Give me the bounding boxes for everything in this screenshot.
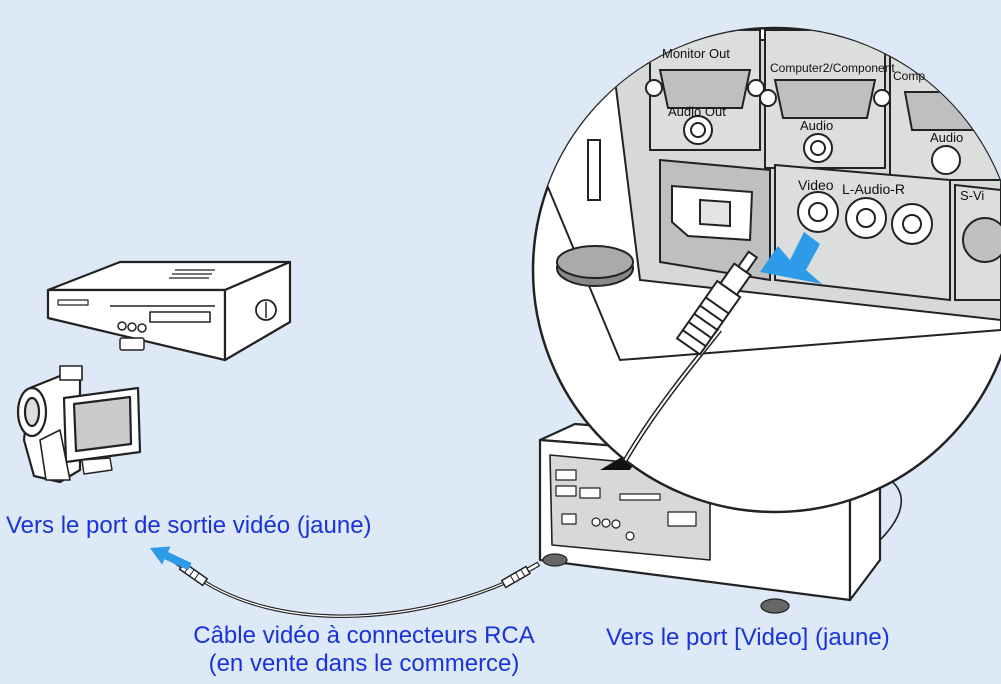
source-port-label: Vers le port de sortie vidéo (jaune) bbox=[6, 512, 372, 539]
label-s-video: S-Vi bbox=[960, 188, 984, 203]
cable-label-line1: Câble vidéo à connecteurs RCA bbox=[193, 622, 535, 649]
label-monitor-out: Monitor Out bbox=[662, 46, 730, 61]
label-computer2: Computer2/Component bbox=[770, 61, 895, 75]
rca-cable-icon bbox=[171, 557, 541, 618]
label-computer-partial: Comp bbox=[893, 69, 925, 83]
label-audio-out: Audio Out bbox=[668, 104, 726, 119]
label-l-audio-r: L-Audio-R bbox=[842, 181, 905, 197]
label-video: Video bbox=[798, 177, 834, 193]
magnifier-circle-icon: Monitor Out Audio Out Computer2/Componen… bbox=[531, 26, 1001, 514]
cable-label-line2: (en vente dans le commerce) bbox=[208, 650, 520, 677]
label-audio: Audio bbox=[800, 118, 833, 133]
projector-port-label: Vers le port [Video] (jaune) bbox=[606, 624, 890, 651]
camcorder-icon bbox=[16, 365, 142, 484]
label-audio-partial: Audio bbox=[930, 130, 963, 145]
vcr-icon bbox=[46, 260, 292, 362]
